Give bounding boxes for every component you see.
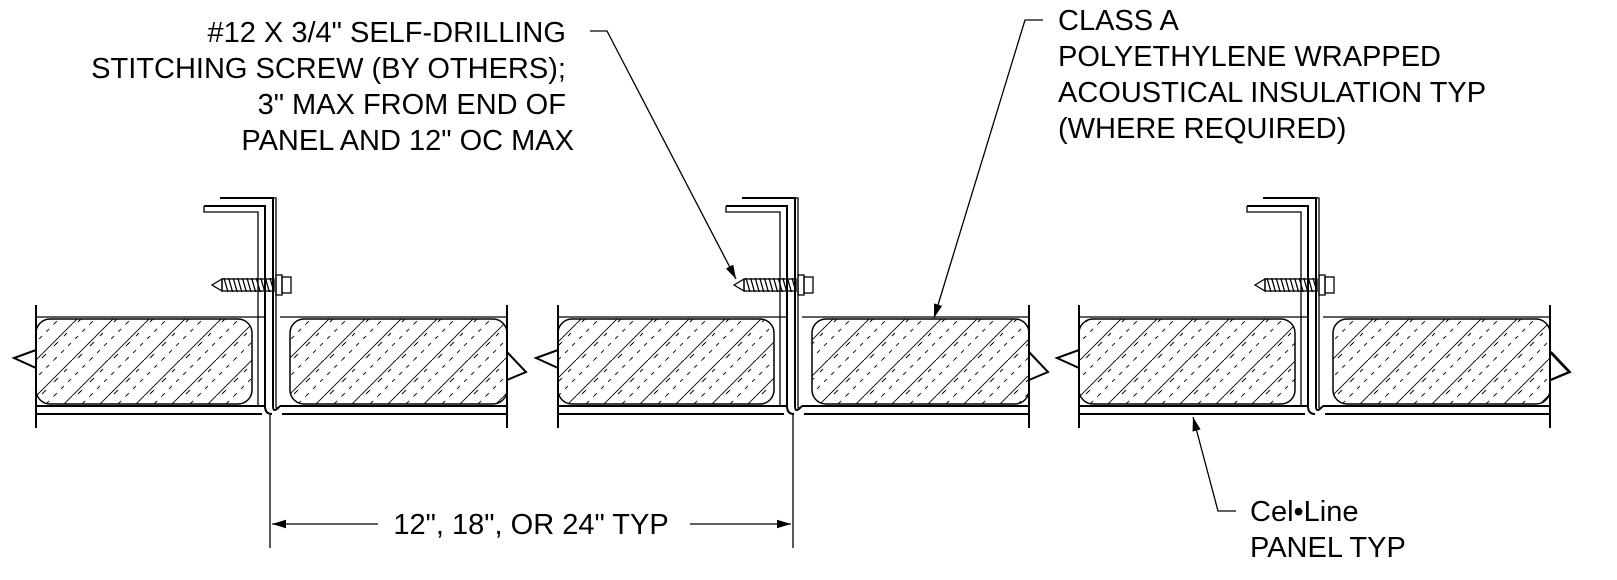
panel-joint-module: [11, 197, 528, 428]
screw-shank: [743, 278, 797, 292]
panel-note-line: Cel•Line: [1250, 496, 1359, 528]
seam-flange: [725, 206, 781, 406]
stitching-screw: [210, 274, 292, 296]
screw-thread: [260, 277, 266, 293]
insulation-block: [289, 318, 508, 405]
break-line: [533, 330, 559, 388]
screw-thread: [1280, 277, 1286, 293]
panel-joint-module: [533, 197, 1050, 428]
screw-thread: [227, 277, 234, 293]
screw-thread: [232, 277, 238, 293]
seam-flange: [1316, 197, 1324, 409]
screw-thread: [1303, 277, 1309, 293]
panel-modules: [11, 197, 1572, 428]
panel-callout: Cel•Line PANEL TYP: [1192, 416, 1406, 564]
stitching-screw: [732, 274, 814, 296]
insulation-block: [1078, 318, 1296, 405]
screw-thread: [246, 277, 252, 293]
screw-thread: [745, 277, 751, 293]
screw-thread: [237, 277, 243, 293]
break-line: [1028, 351, 1050, 381]
screw-thread: [1284, 277, 1291, 293]
seam-flange: [203, 206, 259, 406]
screw-thread: [264, 277, 271, 293]
break-line: [1054, 330, 1080, 388]
screw-thread: [269, 277, 275, 293]
screw-thread: [1307, 277, 1314, 293]
insulation-note-line: CLASS A: [1058, 5, 1180, 37]
screw-thread: [1293, 277, 1300, 293]
screw-tip: [732, 277, 745, 293]
screw-thread: [749, 277, 756, 293]
screw-thread: [1266, 277, 1272, 293]
insulation-note: CLASS A POLYETHYLENE WRAPPED ACOUSTICAL …: [1058, 5, 1494, 145]
break-line: [11, 330, 37, 388]
screw-head: [1324, 276, 1335, 294]
screw-thread: [1289, 277, 1295, 293]
insulation-callout: CLASS A POLYETHYLENE WRAPPED ACOUSTICAL …: [933, 5, 1494, 319]
screw-callout: #12 X 3/4" SELF-DRILLING STITCHING SCREW…: [91, 17, 737, 280]
screw-note-line: #12 X 3/4" SELF-DRILLING: [207, 17, 565, 49]
screw-washer: [797, 274, 805, 296]
screw-thread: [759, 277, 765, 293]
screw-note-line: STITCHING SCREW (BY OTHERS);: [91, 53, 566, 85]
break-line: [1550, 351, 1572, 381]
screw-thread: [777, 277, 783, 293]
seam-flange: [204, 205, 273, 415]
seam-flange: [726, 205, 795, 415]
insulation-note-line: ACOUSTICAL INSULATION TYP: [1058, 77, 1486, 109]
screw-note-line: 3" MAX FROM END OF: [258, 89, 566, 121]
screw-thread: [241, 277, 248, 293]
screw-thread: [1270, 277, 1277, 293]
screw-head: [281, 276, 292, 294]
screw-thread: [1298, 277, 1304, 293]
seam-flange: [273, 197, 281, 409]
screw-thread: [786, 277, 793, 293]
screw-thread: [754, 277, 760, 293]
screw-head: [803, 276, 814, 294]
stitching-screw: [1253, 274, 1335, 296]
insulation-block: [1332, 318, 1551, 405]
screw-thread: [782, 277, 788, 293]
panel-note-line: PANEL TYP: [1250, 532, 1406, 564]
screw-washer: [275, 274, 283, 296]
insulation-block: [557, 318, 775, 405]
screw-thread: [763, 277, 770, 293]
screw-shank: [1264, 278, 1318, 292]
screw-thread: [255, 277, 261, 293]
seam-flange: [795, 197, 803, 409]
screw-thread: [791, 277, 797, 293]
insulation-block: [811, 318, 1030, 405]
dimension-label: 12", 18", OR 24" TYP: [393, 509, 668, 541]
screw-thread: [768, 277, 774, 293]
screw-thread: [1275, 277, 1281, 293]
screw-note: #12 X 3/4" SELF-DRILLING STITCHING SCREW…: [91, 17, 574, 157]
insulation-note-line: POLYETHYLENE WRAPPED: [1058, 41, 1441, 73]
screw-tip: [210, 277, 223, 293]
seam-flange: [1246, 206, 1302, 406]
screw-thread: [772, 277, 779, 293]
screw-shank: [221, 278, 275, 292]
insulation-block: [35, 318, 253, 405]
break-line: [506, 351, 528, 381]
screw-thread: [1312, 277, 1318, 293]
panel-note: Cel•Line PANEL TYP: [1250, 496, 1406, 564]
dimension-line: 12", 18", OR 24" TYP: [269, 415, 794, 548]
screw-washer: [1318, 274, 1326, 296]
insulation-note-line: (WHERE REQUIRED): [1058, 113, 1346, 145]
panel-joint-module: [1054, 197, 1571, 428]
screw-thread: [250, 277, 257, 293]
screw-note-line: PANEL AND 12" OC MAX: [241, 125, 574, 157]
screw-tip: [1253, 277, 1266, 293]
screw-thread: [223, 277, 229, 293]
seam-flange: [1247, 205, 1316, 415]
